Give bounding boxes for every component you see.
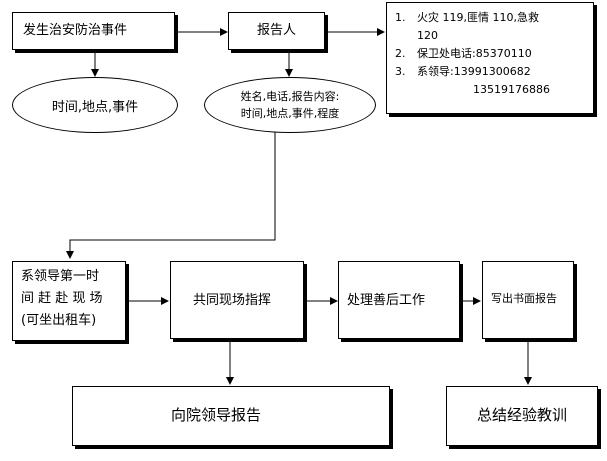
node-report-info-line2: 时间,地点,事件,程度 — [240, 107, 340, 120]
node-time-place-event: 时间,地点,事件 — [12, 77, 178, 133]
node-aftermath-label: 处理善后工作 — [347, 293, 426, 308]
node-leader-line1: 系领导第一时 — [21, 269, 100, 284]
node-leader-line3: (可坐出租车) — [21, 313, 97, 328]
node-incident: 发生治安防治事件 — [12, 12, 175, 50]
node-written-report-label: 写出书面报告 — [491, 292, 557, 305]
node-report-to-leaders-label: 向院领导报告 — [171, 406, 262, 424]
node-reporter: 报告人 — [228, 12, 325, 50]
node-joint-command: 共同现场指挥 — [170, 261, 304, 339]
contact-department-leader-alt: 13519176886 — [473, 83, 550, 96]
node-incident-label: 发生治安防治事件 — [23, 23, 128, 38]
node-leader-arrive: 系领导第一时 间 赶 赴 现 场 (可坐出租车) — [12, 261, 126, 341]
node-reporter-label: 报告人 — [257, 23, 297, 38]
node-summarize: 总结经验教训 — [446, 386, 598, 446]
node-aftermath: 处理善后工作 — [338, 261, 460, 339]
contact-department-leader: 3.系领导:13991300682 — [395, 65, 531, 78]
node-leader-line2: 间 赶 赴 现 场 — [21, 291, 103, 306]
node-report-info: 姓名,电话,报告内容: 时间,地点,事件,程度 — [204, 77, 376, 133]
node-summarize-label: 总结经验教训 — [477, 406, 568, 424]
contact-ambulance-number: 120 — [417, 29, 438, 42]
node-report-to-leaders: 向院领导报告 — [72, 386, 390, 446]
contact-fire-police-ambulance: 1.火灾 119,匪情 110,急救 — [395, 11, 539, 24]
contact-security-office: 2.保卫处电话:85370110 — [395, 47, 532, 60]
node-joint-command-label: 共同现场指挥 — [193, 293, 272, 308]
node-time-place-label: 时间,地点,事件 — [51, 99, 139, 115]
arrow-info-to-leader — [66, 132, 276, 259]
node-report-info-line1: 姓名,电话,报告内容: — [240, 90, 340, 103]
node-contacts: 1.火灾 119,匪情 110,急救 120 2.保卫处电话:85370110 … — [386, 2, 594, 114]
node-written-report: 写出书面报告 — [482, 261, 574, 339]
